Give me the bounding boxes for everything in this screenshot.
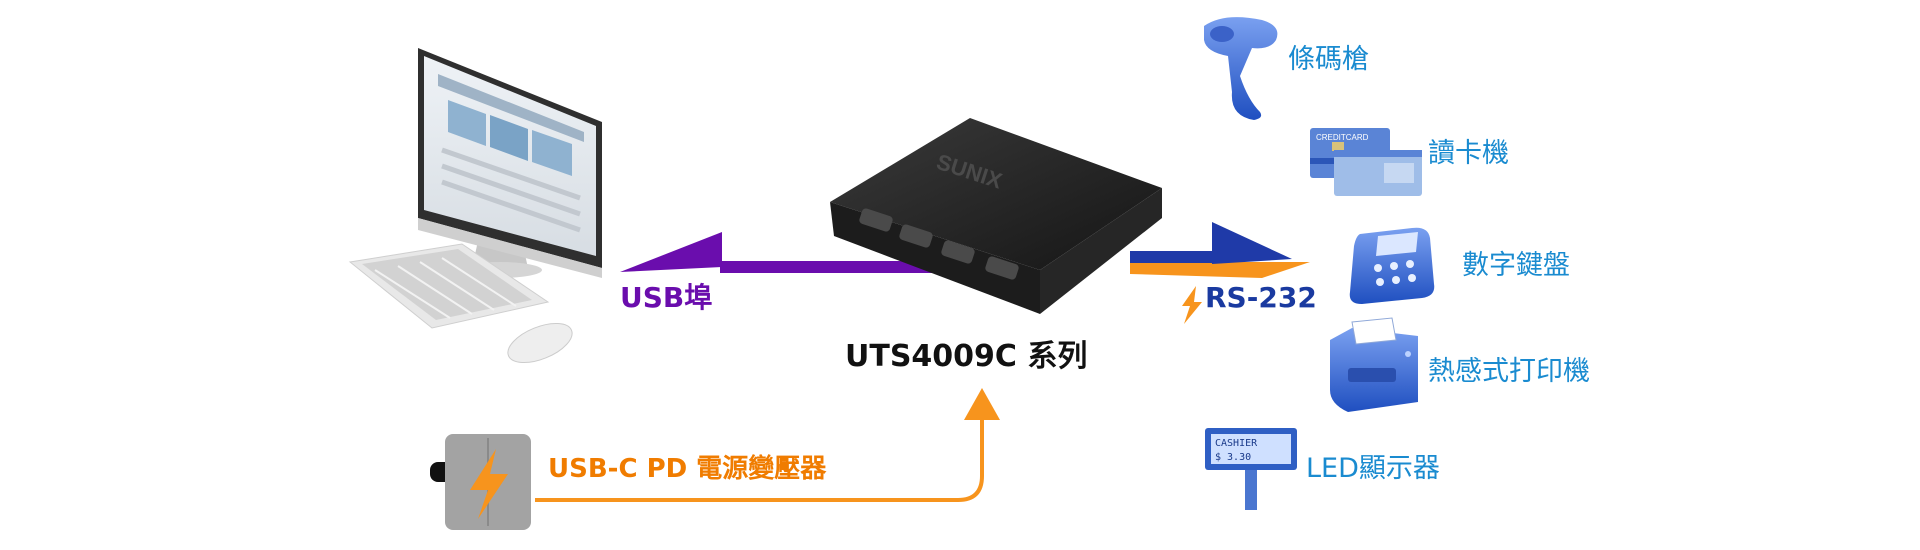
display-line-1: CASHIER bbox=[1215, 438, 1258, 449]
card-reader-icon: CREDITCARD bbox=[1310, 128, 1422, 196]
desktop-computer-icon bbox=[348, 48, 602, 364]
peripheral-label-thermal-printer: 熱感式打印機 bbox=[1428, 356, 1590, 387]
barcode-scanner-icon bbox=[1204, 17, 1278, 120]
usb-connection-arrow bbox=[620, 232, 960, 273]
uts4009c-device-icon: SUNIX bbox=[830, 118, 1162, 314]
usb-port-label: USB埠 bbox=[620, 281, 713, 314]
rs232-connection-arrow bbox=[1130, 222, 1310, 278]
rs232-label: RS-232 bbox=[1205, 281, 1317, 314]
peripheral-label-numeric-keypad: 數字鍵盤 bbox=[1462, 250, 1570, 281]
power-connection-arrow bbox=[535, 388, 1000, 502]
card-text: CREDITCARD bbox=[1316, 133, 1369, 142]
thermal-printer-icon bbox=[1330, 317, 1418, 412]
peripheral-label-led-display: LED顯示器 bbox=[1306, 453, 1440, 484]
device-name-label: UTS4009C 系列 bbox=[845, 339, 1088, 374]
numeric-keypad-icon bbox=[1349, 227, 1435, 304]
display-line-2: $ 3.30 bbox=[1215, 452, 1251, 463]
power-adapter-icon bbox=[430, 434, 531, 530]
led-display-icon: CASHIER $ 3.30 bbox=[1205, 428, 1297, 510]
power-adapter-label: USB-C PD 電源變壓器 bbox=[548, 454, 827, 484]
lightning-icon bbox=[1182, 286, 1202, 324]
peripheral-label-barcode-scanner: 條碼槍 bbox=[1288, 44, 1369, 75]
peripheral-label-card-reader: 讀卡機 bbox=[1428, 138, 1509, 169]
